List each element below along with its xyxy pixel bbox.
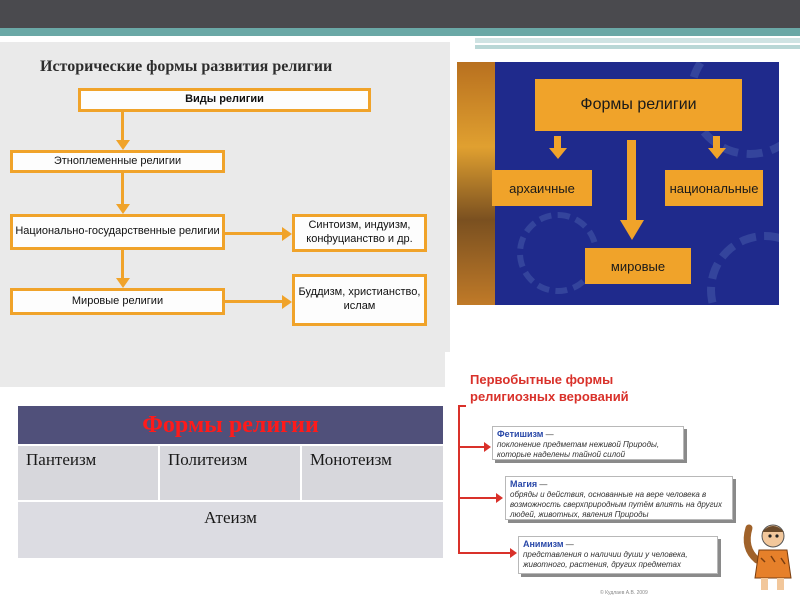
caveman-illustration bbox=[735, 518, 795, 594]
religion-forms-table: Формы религии Пантеизм Политеизм Монотеи… bbox=[18, 406, 443, 558]
magic-box: Магия — обряды и действия, основанные на… bbox=[505, 476, 733, 520]
arrow-right-icon bbox=[510, 548, 517, 558]
fetishism-box: Фетишизм — поклонение предметам неживой … bbox=[492, 426, 684, 460]
box-national: национальные bbox=[665, 170, 763, 206]
dash: — bbox=[564, 540, 574, 549]
connector-line bbox=[121, 112, 124, 142]
animism-box: Анимизм — представления о наличии души у… bbox=[518, 536, 718, 574]
box-world-examples: Буддизм, христианство, ислам bbox=[292, 274, 427, 326]
decorative-autumn-strip bbox=[457, 62, 495, 305]
connector-line bbox=[225, 232, 283, 235]
bracket-line bbox=[458, 405, 460, 553]
table-cell-monotheism: Монотеизм bbox=[302, 446, 443, 500]
animism-description: представления о наличии души у человека,… bbox=[523, 550, 688, 569]
box-world: мировые bbox=[585, 248, 691, 284]
primitive-beliefs-title: Первобытные формы религиозных верований bbox=[470, 372, 680, 406]
fetishism-description: поклонение предметам неживой Природы, ко… bbox=[497, 440, 659, 459]
arrow-head bbox=[708, 148, 726, 159]
table-header: Формы религии bbox=[18, 406, 443, 444]
connector-line bbox=[121, 173, 124, 206]
arrow-down-icon bbox=[116, 278, 130, 288]
gear-icon bbox=[707, 232, 779, 305]
connector-line bbox=[225, 300, 283, 303]
footnote: © Кудлаев А.В. 2009 bbox=[600, 590, 648, 596]
arrow-head bbox=[549, 148, 567, 159]
bracket-line bbox=[458, 552, 512, 554]
connector-line bbox=[121, 250, 124, 280]
bracket-line bbox=[458, 446, 486, 448]
arrow-down-icon bbox=[116, 140, 130, 150]
table-cell-atheism: Атеизм bbox=[18, 502, 443, 558]
top-strip bbox=[475, 38, 800, 43]
animism-name: Анимизм bbox=[523, 539, 564, 549]
top-banner-accent bbox=[0, 28, 800, 36]
arrow-right-icon bbox=[282, 295, 292, 309]
arrow-head bbox=[620, 220, 644, 240]
dash: — bbox=[543, 430, 553, 439]
magic-description: обряды и действия, основанные на вере че… bbox=[510, 490, 722, 519]
table-cell-polytheism: Политеизм bbox=[160, 446, 300, 500]
magic-name: Магия bbox=[510, 479, 537, 489]
arrow-right-icon bbox=[496, 493, 503, 503]
fetishism-name: Фетишизм bbox=[497, 429, 543, 439]
top-strip bbox=[475, 45, 800, 49]
box-ethnotribal: Этноплеменные религии bbox=[10, 150, 225, 173]
dash: — bbox=[537, 480, 547, 489]
religion-forms-panel: Формы религии архаичные национальные мир… bbox=[457, 62, 779, 305]
arrow-right-icon bbox=[282, 227, 292, 241]
box-religion-types: Виды религии bbox=[78, 88, 371, 112]
table-cell-pantheism: Пантеизм bbox=[18, 446, 158, 500]
box-national-state: Национально-государственные религии bbox=[10, 214, 225, 250]
arrow-right-icon bbox=[484, 442, 491, 452]
historical-forms-title: Исторические формы развития религии bbox=[40, 58, 440, 76]
arrow-down-icon bbox=[116, 204, 130, 214]
box-world-religions: Мировые религии bbox=[10, 288, 225, 315]
box-national-examples: Синтоизм, индуизм, конфуцианство и др. bbox=[292, 214, 427, 252]
box-archaic: архаичные bbox=[492, 170, 592, 206]
top-banner bbox=[0, 0, 800, 28]
bracket-line bbox=[458, 497, 498, 499]
arrow-down-icon bbox=[627, 140, 636, 222]
bracket-line bbox=[458, 405, 466, 407]
box-religion-forms: Формы религии bbox=[535, 79, 742, 131]
